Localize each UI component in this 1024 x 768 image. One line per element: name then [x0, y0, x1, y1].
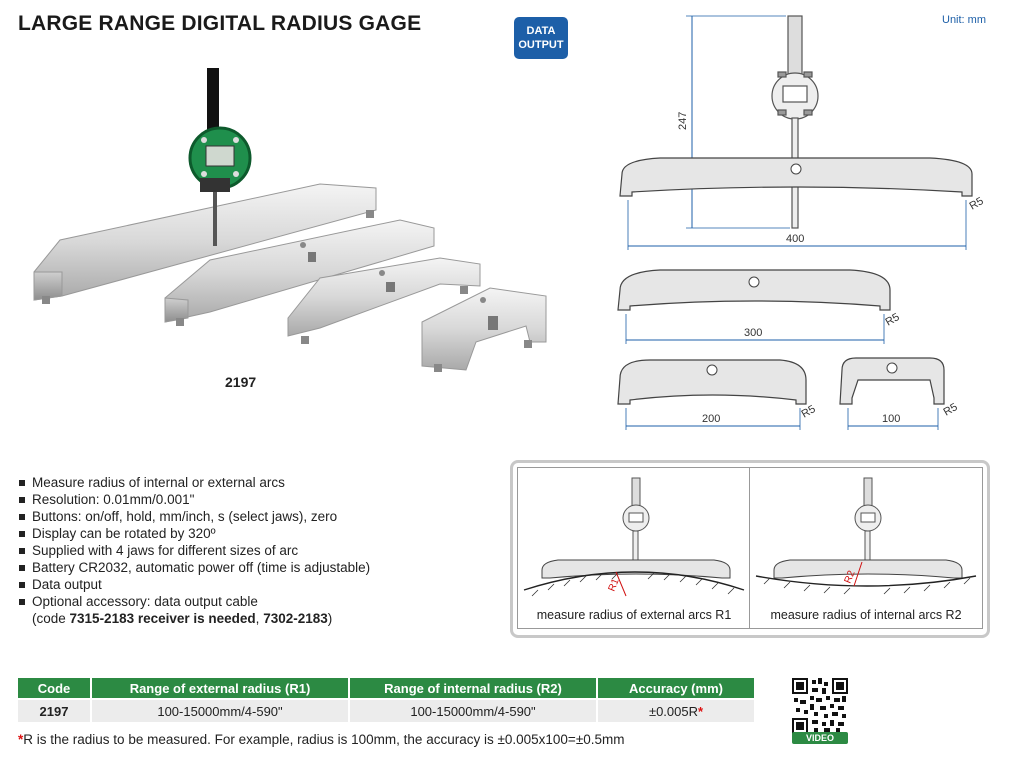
footnote-mark: * — [18, 732, 24, 747]
jaw-300-drawing: 300 R5 — [617, 269, 902, 344]
cell-internal-range: 100-15000mm/4-590" — [349, 698, 598, 722]
jaw-200-drawing: 200 R5 — [617, 359, 818, 430]
cell-external-range: 100-15000mm/4-590" — [91, 698, 350, 722]
spec-table: Code Range of external radius (R1) Range… — [18, 678, 756, 722]
jaw-300-radius: R5 — [884, 311, 902, 328]
internal-arc-panel: R2 measure radius of internal arcs R2 — [749, 467, 983, 629]
feature-item: Display can be rotated by 320º — [18, 525, 370, 542]
table-header-row: Code Range of external radius (R1) Range… — [18, 678, 756, 699]
external-radius-label: R1 — [607, 577, 622, 593]
feature-item: Optional accessory: data output cable — [18, 593, 370, 610]
accuracy-value: ±0.005R — [648, 703, 698, 719]
header-internal-range: Range of internal radius (R2) — [349, 678, 598, 699]
jaw-200-photo — [287, 257, 481, 344]
header-external-range: Range of external radius (R1) — [91, 678, 350, 699]
internal-radius-label: R2 — [843, 569, 858, 585]
feature-item: Measure radius of internal or external a… — [18, 474, 370, 491]
external-arc-caption: measure radius of external arcs R1 — [536, 608, 732, 622]
jaw-200-radius: R5 — [800, 403, 818, 420]
table-row: 2197 100-15000mm/4-590" 100-15000mm/4-59… — [18, 698, 756, 722]
video-label[interactable]: VIDEO — [792, 732, 848, 744]
external-arc-panel: R1 measure radius of external arcs R1 — [517, 467, 751, 629]
feature-item: Buttons: on/off, hold, mm/inch, s (selec… — [18, 508, 370, 525]
gage-drawing — [771, 15, 819, 229]
unit-label: Unit: mm — [942, 14, 986, 26]
feature-sub-note: (code 7315-2183 receiver is needed, 7302… — [18, 610, 370, 627]
feature-list: Measure radius of internal or external a… — [18, 474, 370, 627]
model-number: 2197 — [225, 374, 257, 390]
jaw-100-length: 100 — [882, 413, 900, 425]
jaw-100-drawing: 100 R5 — [839, 357, 960, 430]
jaw-300-photo — [164, 219, 435, 326]
cell-accuracy: ±0.005R* — [597, 698, 756, 722]
jaw-400-drawing: 400 R5 — [619, 157, 986, 250]
footnote-text: R is the radius to be measured. For exam… — [23, 732, 625, 747]
external-arc-diagram: R1 — [523, 477, 745, 597]
feature-item: Battery CR2032, automatic power off (tim… — [18, 559, 370, 576]
jaw-100-photo — [421, 287, 547, 372]
product-photo — [33, 68, 547, 372]
header-code: Code — [18, 678, 92, 699]
jaw-200-length: 200 — [702, 413, 720, 425]
jaw-400-radius: R5 — [968, 195, 986, 212]
qr-code-icon[interactable] — [792, 678, 848, 736]
footnote: *R is the radius to be measured. For exa… — [18, 732, 624, 747]
internal-arc-diagram: R2 — [755, 477, 977, 595]
feature-item: Supplied with 4 jaws for different sizes… — [18, 542, 370, 559]
page-title: LARGE RANGE DIGITAL RADIUS GAGE — [18, 12, 422, 35]
feature-item: Data output — [18, 576, 370, 593]
sub-suffix: ) — [327, 611, 333, 626]
feature-item: Resolution: 0.01mm/0.001" — [18, 491, 370, 508]
cable-code: 7302-2183 — [263, 611, 328, 626]
sub-middle: , — [255, 611, 264, 626]
jaw-400-photo — [33, 183, 377, 304]
height-dimension: 247 — [677, 112, 689, 130]
digital-indicator-photo — [188, 68, 252, 246]
technical-drawing: 247 400 R5 300 R5 200 R5 100 R5 — [617, 15, 986, 430]
sub-prefix: (code — [32, 611, 70, 626]
data-output-badge: DATA OUTPUT — [514, 17, 568, 59]
badge-line-2: OUTPUT — [518, 39, 564, 51]
cell-code: 2197 — [18, 698, 92, 722]
jaw-300-length: 300 — [744, 327, 762, 339]
internal-arc-caption: measure radius of internal arcs R2 — [770, 608, 962, 622]
header-accuracy: Accuracy (mm) — [597, 678, 756, 699]
jaw-400-length: 400 — [786, 233, 804, 245]
badge-line-1: DATA — [526, 25, 556, 37]
usage-illustration-box: R1 measure radius of external arcs R1 R2… — [510, 460, 990, 638]
receiver-code: 7315-2183 receiver is needed — [69, 611, 256, 626]
accuracy-footnote-mark: * — [698, 703, 704, 719]
